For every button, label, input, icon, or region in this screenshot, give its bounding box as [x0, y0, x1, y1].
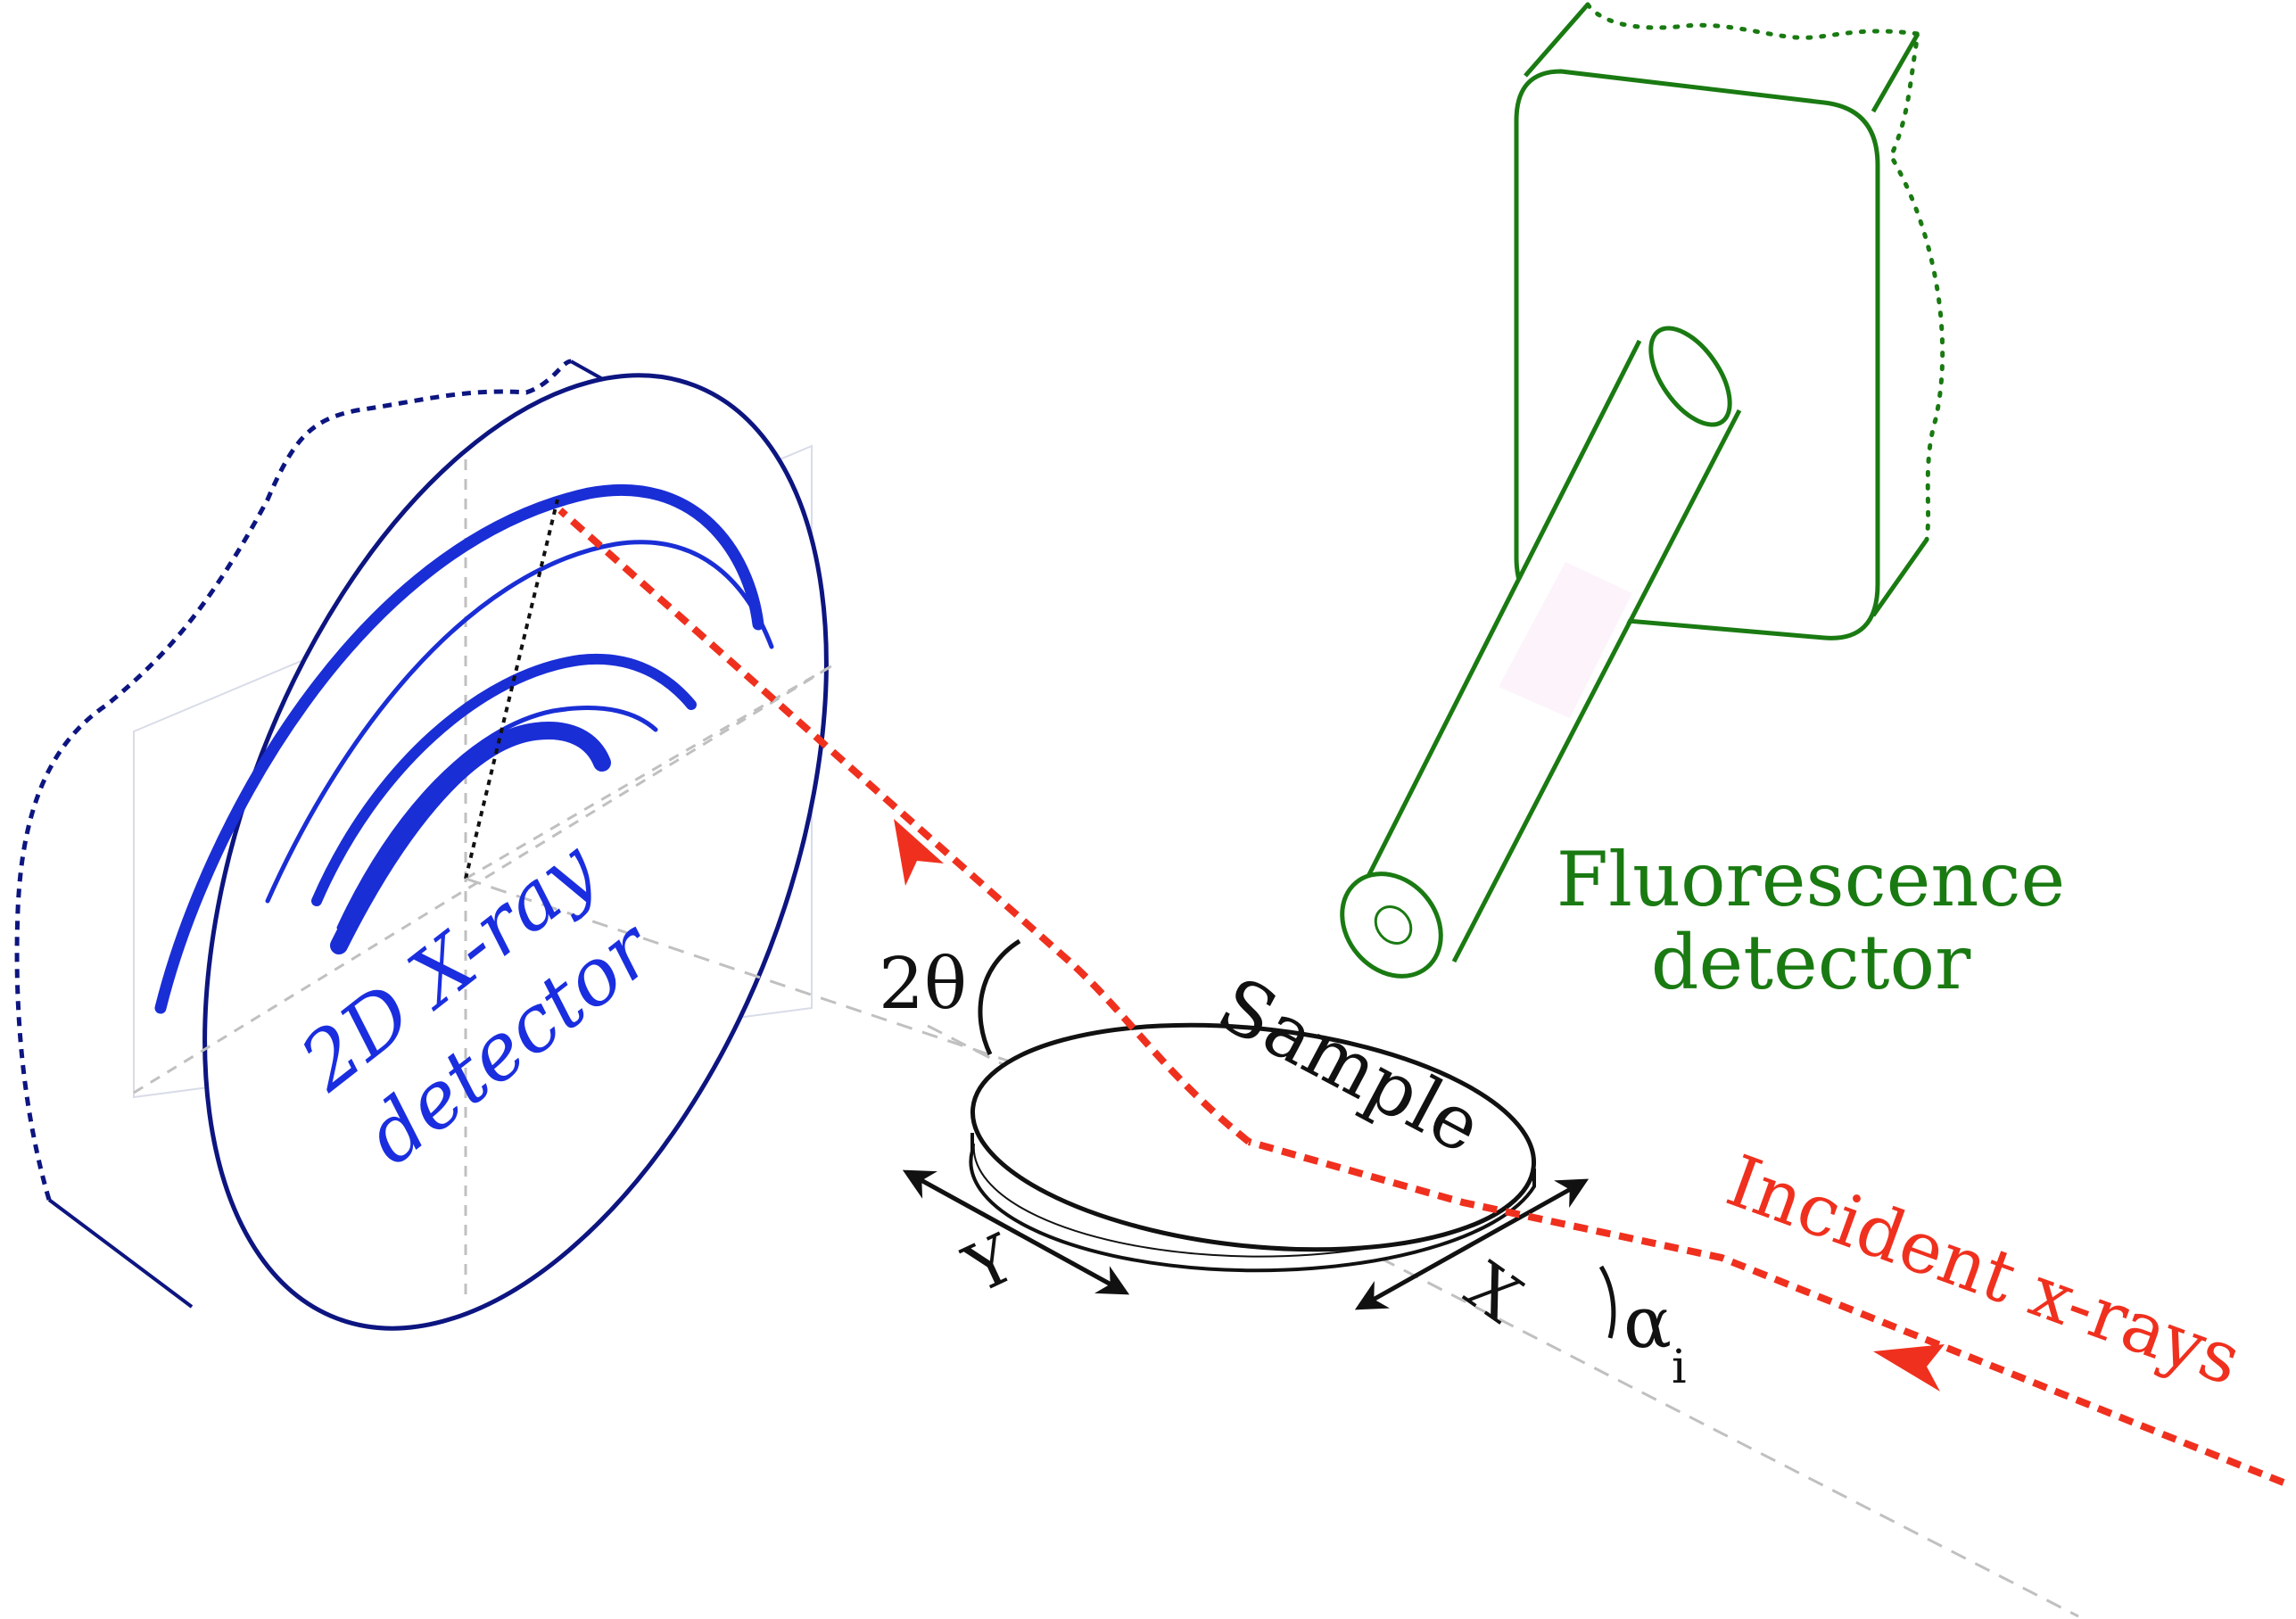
- ring-outer-thin: [265, 540, 774, 904]
- ring-middle-thin: [336, 706, 658, 930]
- alpha-symbol: α: [1623, 1281, 1672, 1364]
- angle-marks: [978, 938, 1616, 1339]
- detector-housing-outline: [14, 359, 572, 1201]
- snout-highlight: [1499, 562, 1632, 718]
- two-theta-arc: [978, 938, 1021, 1056]
- snout-edge-lower: [1451, 409, 1742, 963]
- x-ray-beam: [557, 508, 2285, 1486]
- incident-label: Incident x-rays: [1717, 1139, 2251, 1401]
- diffracted-beam: [557, 508, 1251, 1145]
- x-axis-label: X: [1452, 1248, 1535, 1338]
- snout-tip-inner: [1374, 905, 1413, 945]
- ring-middle: [311, 653, 697, 906]
- fluorescence-label-line1: Fluorescence: [1557, 836, 2065, 923]
- alpha-subscript: i: [1672, 1341, 1687, 1394]
- housing-bottom-edge: [1871, 538, 1929, 617]
- snout-edge-upper: [1358, 339, 1642, 894]
- two-theta-label: 2θ: [879, 942, 967, 1025]
- diffraction-rings: [154, 483, 774, 1014]
- snout-back-cap: [1648, 326, 1732, 427]
- sample-axes: [902, 1169, 1590, 1310]
- alpha-arc: [1598, 1265, 1616, 1339]
- housing-top-edge: [1524, 3, 1590, 78]
- housing-right-top-edge: [1871, 32, 1920, 113]
- ring-outer: [154, 483, 764, 1014]
- alpha-label: αi: [1623, 1281, 1687, 1394]
- housing-edge-bottom: [47, 1198, 194, 1309]
- y-axis-arrow: [902, 1169, 1130, 1295]
- fluorescence-label-line2: detector: [1651, 919, 1971, 1006]
- x-axis-arrow: [1354, 1178, 1590, 1310]
- diffracted-arrowhead-icon: [894, 819, 944, 886]
- incident-beam: [1247, 1138, 2285, 1486]
- snout-tip-outer: [1340, 871, 1443, 979]
- guide-diffraction-plane: [465, 877, 1250, 1144]
- beam-arrowhead-icon: [1873, 1344, 1945, 1392]
- fluorescence-detector: [1340, 2, 1945, 979]
- detector-face: [202, 373, 829, 1331]
- detector-normal-line: [464, 499, 559, 880]
- xray-detector-2d: [14, 359, 835, 1331]
- ring-inner: [330, 722, 611, 954]
- fluorescence-housing-dotted: [1585, 2, 1945, 542]
